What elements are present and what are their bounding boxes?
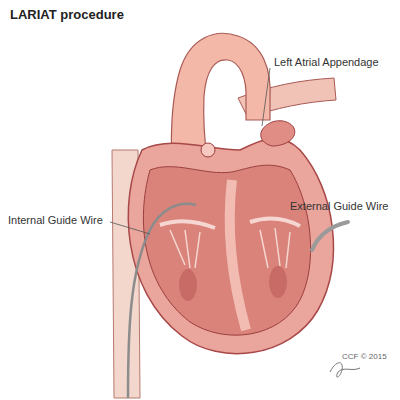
- part-label: External Guide Wire: [290, 200, 388, 213]
- septum: [230, 180, 246, 330]
- leader-line: [110, 222, 150, 234]
- copyright-note: CCF © 2015: [342, 350, 387, 363]
- part-label: Internal Guide Wire: [8, 214, 103, 227]
- chordae: [170, 228, 290, 268]
- valve: [160, 219, 300, 228]
- part-label: Left Atrial Appendage: [274, 56, 379, 69]
- heart-body: [128, 138, 333, 353]
- heart-chambers: [143, 165, 310, 335]
- papillary-muscle: [269, 266, 287, 298]
- external-guide-wire: [312, 222, 348, 250]
- leader-line: [262, 68, 270, 126]
- papillary-muscle: [179, 269, 197, 301]
- artist-signature: [330, 363, 360, 377]
- left-atrial-appendage: [261, 121, 295, 146]
- internal-guide-wire: [128, 204, 196, 398]
- diagram-title: LARIAT procedure: [10, 8, 124, 21]
- coronary-ostium: [201, 143, 215, 157]
